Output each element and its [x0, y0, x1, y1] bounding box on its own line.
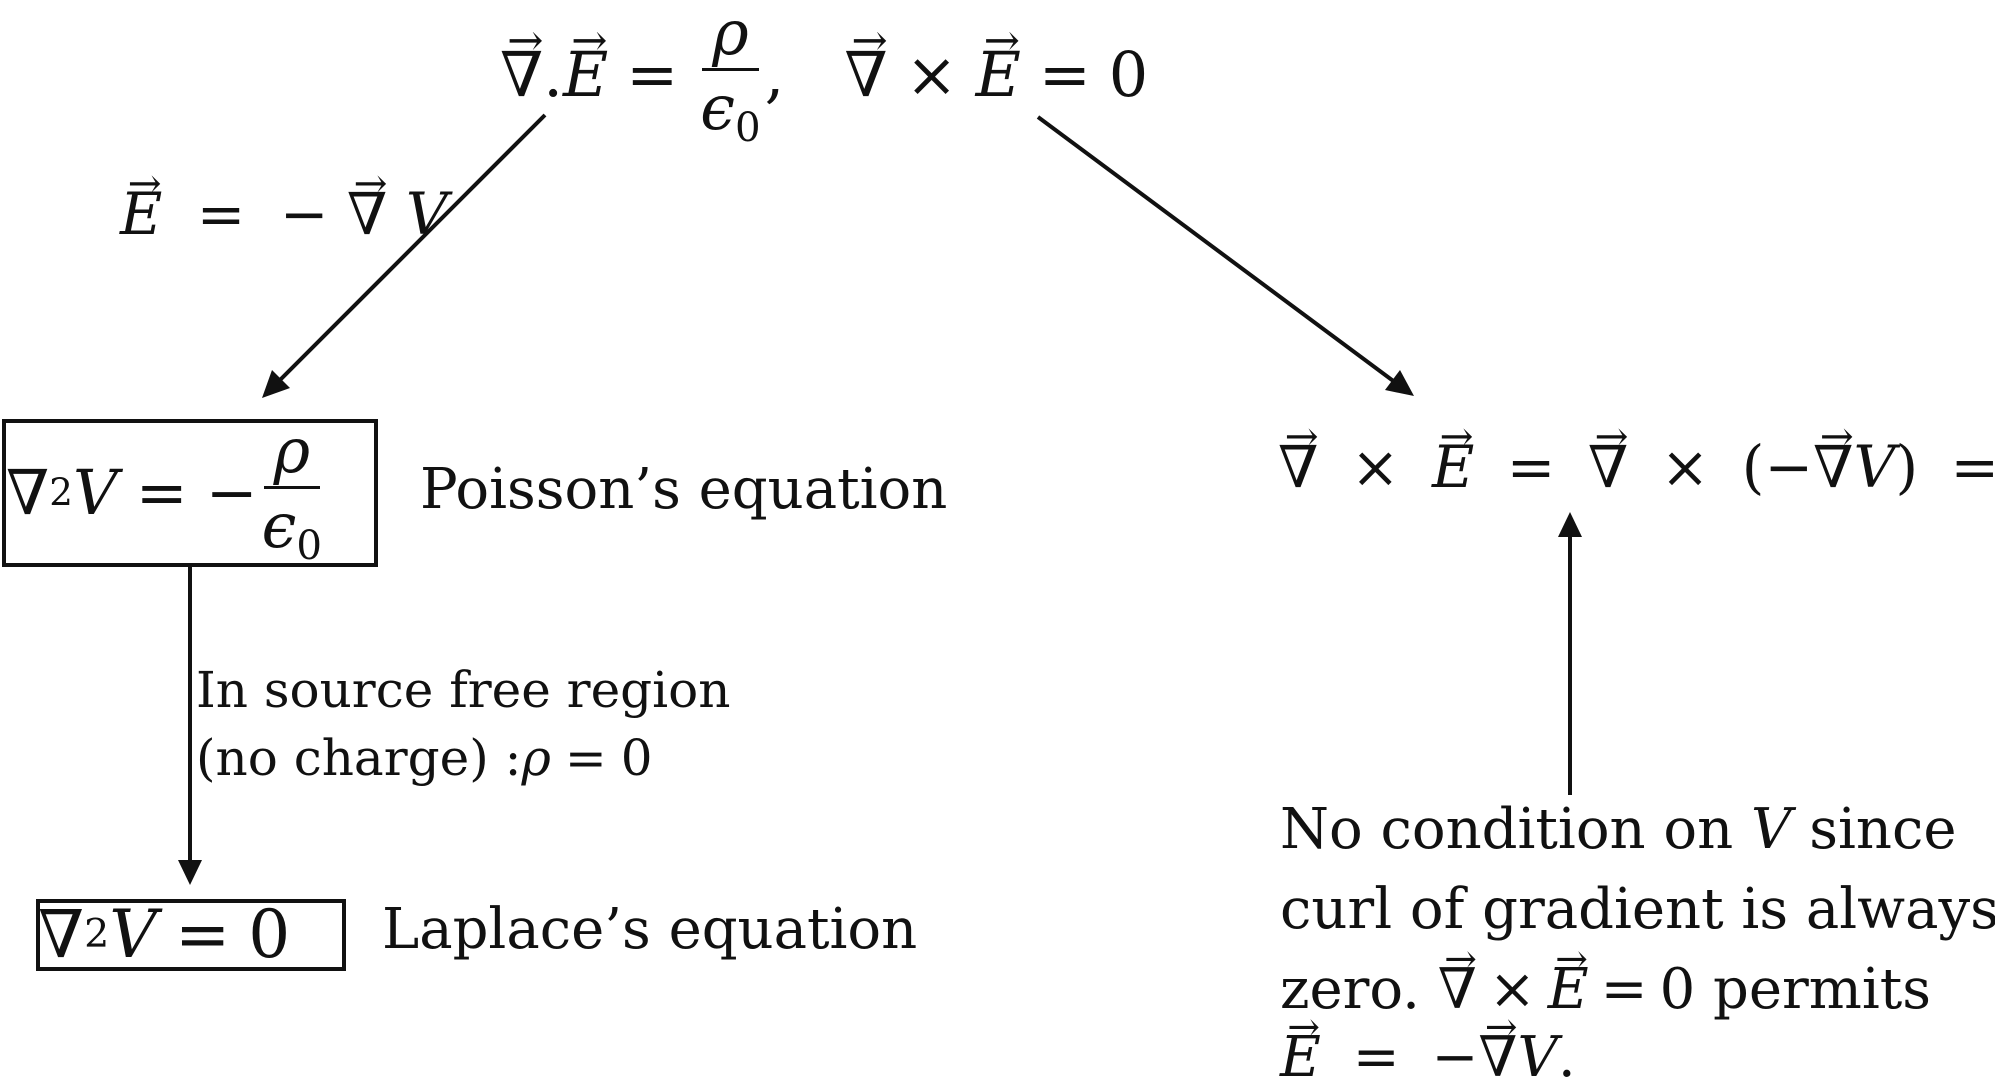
note-text: permits — [1695, 957, 1932, 1022]
rho-symbol: ρ — [263, 419, 321, 489]
electric-field-symbol: E — [120, 185, 162, 243]
nabla-symbol: ∇ — [844, 44, 887, 106]
superscript-two: 2 — [84, 911, 110, 958]
nabla-symbol: ∇ — [6, 456, 50, 529]
equals-sign: = — [1038, 38, 1091, 111]
poisson-equation: ∇2 V = − ρ ϵ0 — [6, 419, 326, 566]
equals-sign: = — [1506, 433, 1556, 501]
arrowhead-poisson — [262, 370, 290, 398]
nabla-symbol: ∇ — [1478, 1030, 1517, 1086]
period: . — [1557, 1025, 1576, 1090]
minus-sign: − — [1764, 433, 1814, 501]
epsilon-symbol: ϵ — [261, 488, 297, 562]
nabla-symbol: ∇ — [347, 185, 388, 243]
potential-symbol: V — [405, 180, 448, 248]
subscript-zero: 0 — [734, 103, 761, 151]
zero: 0 — [1659, 957, 1696, 1022]
potential-symbol: V — [1517, 1025, 1558, 1090]
nabla-symbol: ∇ — [1588, 438, 1629, 496]
electric-field-symbol: E — [563, 44, 608, 106]
electric-field-symbol: E — [976, 44, 1021, 106]
epsilon-symbol: ϵ — [700, 70, 735, 144]
dot-operator: . — [543, 38, 564, 111]
poisson-equation-box — [2, 419, 378, 567]
potential-symbol: V — [109, 896, 157, 973]
arrowhead-note — [1558, 512, 1582, 537]
epsilon-zero: ϵ0 — [700, 71, 760, 148]
nabla-symbol: ∇ — [1813, 438, 1854, 496]
source-free-region-label: In source free region — [196, 661, 731, 719]
rho-symbol: ρ — [521, 729, 551, 787]
nabla-symbol: ∇ — [1278, 438, 1319, 496]
potential-symbol: V — [1751, 797, 1792, 862]
no-charge-condition-label: (no charge) :ρ=0 — [196, 733, 653, 783]
potential-symbol: V — [1853, 433, 1896, 501]
zero: 0 — [248, 896, 291, 973]
cross-operator: × — [1660, 433, 1710, 501]
comma: , — [764, 38, 785, 111]
note-line-3: zero. ∇×E=0 permits — [1280, 962, 1931, 1018]
equals-sign: = — [1600, 957, 1648, 1022]
arrow-divergence-to-poisson — [276, 113, 547, 384]
poisson-label: Poisson’s equation — [420, 457, 948, 522]
maxwell-equations-top: ∇ . E = ρ ϵ0 , ∇ × E = 0 — [500, 0, 1148, 150]
left-paren: ( — [1741, 433, 1765, 501]
electric-field-symbol: E — [1548, 962, 1589, 1018]
nabla-symbol: ∇ — [1438, 962, 1477, 1018]
arrowhead-identity — [1385, 370, 1414, 396]
minus-sign: − — [279, 180, 329, 248]
electric-field-symbol: E — [1432, 438, 1474, 496]
laplace-equation-box — [36, 899, 346, 971]
laplace-label: Laplace’s equation — [382, 897, 918, 962]
superscript-two: 2 — [49, 470, 73, 515]
gradient-relation-label: E = − ∇ V — [120, 185, 448, 243]
cross-operator: × — [905, 38, 958, 111]
epsilon-zero: ϵ0 — [262, 489, 322, 566]
cross-operator: × — [1350, 433, 1400, 501]
arrowhead-laplace — [178, 860, 202, 885]
no-charge-text: (no charge) : — [196, 729, 522, 787]
rho-symbol: ρ — [702, 1, 759, 71]
nabla-symbol: ∇ — [38, 896, 85, 973]
note-line-1: No condition on V since — [1280, 802, 1956, 858]
equals-sign: = — [1352, 1025, 1400, 1090]
curl-of-gradient-identity: ∇ × E = ∇ × (−∇V) = 0 — [1278, 438, 1995, 496]
nabla-symbol: ∇ — [500, 44, 543, 106]
rho-over-epsilon-fraction: ρ ϵ0 — [700, 1, 760, 148]
zero: 0 — [620, 729, 653, 787]
potential-symbol: V — [72, 456, 118, 529]
minus-sign: − — [205, 456, 258, 529]
equals-sign: = — [196, 180, 246, 248]
right-paren: ) — [1895, 433, 1919, 501]
zero: 0 — [1108, 38, 1149, 111]
subscript-zero: 0 — [296, 521, 323, 569]
note-text: No condition on — [1280, 797, 1751, 862]
laplace-equation: ∇2 V = 0 — [38, 897, 290, 973]
arrow-curl-to-identity — [1036, 115, 1398, 385]
rho-over-epsilon-fraction: ρ ϵ0 — [262, 419, 322, 566]
equals-sign: = — [174, 896, 231, 973]
minus-sign: − — [1431, 1025, 1479, 1090]
note-text: since — [1791, 797, 1957, 862]
equals-sign: = — [1950, 433, 1995, 501]
electric-field-symbol: E — [1280, 1030, 1321, 1086]
equals-sign: = — [135, 456, 188, 529]
equals-sign: = — [626, 38, 679, 111]
equals-sign: = — [564, 729, 607, 787]
note-line-4: E = −∇V. — [1280, 1030, 1576, 1086]
note-line-2: curl of gradient is always — [1280, 877, 1995, 942]
